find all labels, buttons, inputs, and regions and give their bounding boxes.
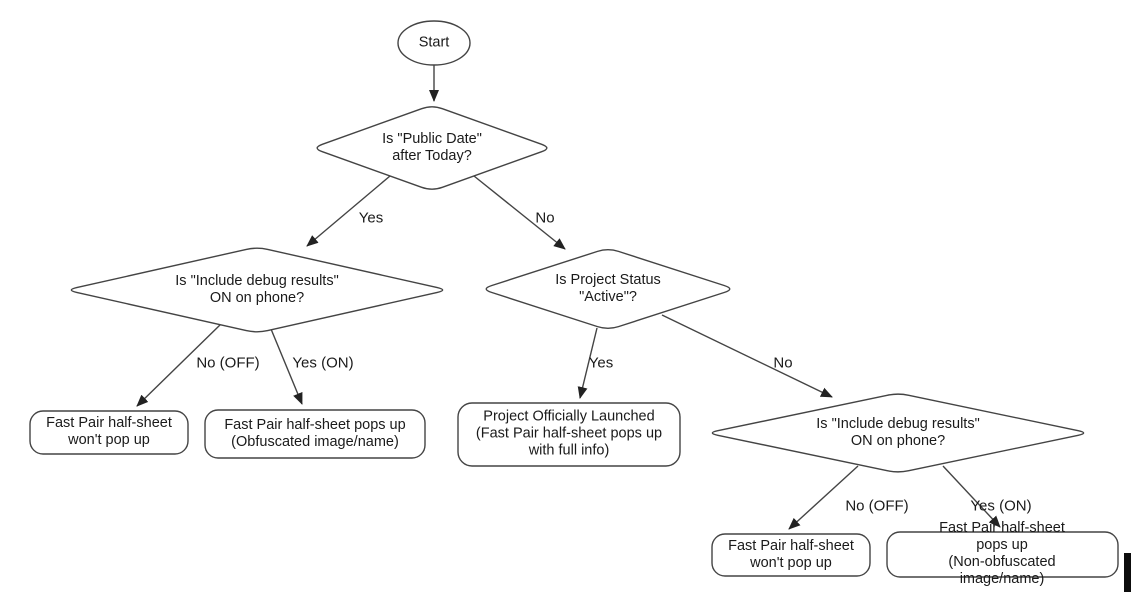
edge-label-debug-right-yes: Yes (ON) — [970, 497, 1032, 515]
result-wont-popup-right — [711, 533, 871, 577]
decision-debug-left — [70, 247, 444, 333]
decision-debug-right — [711, 393, 1085, 473]
edge-label-debug-right-no: No (OFF) — [845, 497, 909, 515]
result-project-launched — [457, 402, 681, 467]
result-wont-popup-left — [29, 410, 189, 455]
start-node — [397, 20, 471, 66]
decision-debug-left-label: Is "Include debug results" ON on phone? — [175, 273, 339, 306]
decision-project-status-label: Is Project Status "Active"? — [555, 272, 661, 305]
edge-label-public-date-yes: Yes — [358, 209, 384, 227]
text-cursor-bar — [1124, 553, 1131, 592]
edge-label-debug-left-yes: Yes (ON) — [292, 354, 354, 372]
edge-label-project-status-yes: Yes — [588, 354, 614, 372]
edge-debug-left-yes — [270, 328, 303, 405]
edge-label-public-date-no: No — [535, 209, 555, 227]
edge-label-debug-left-no: No (OFF) — [196, 354, 260, 372]
result-project-launched-label: Project Officially Launched (Fast Pair h… — [475, 408, 663, 459]
start-node-label: Start — [418, 34, 450, 51]
result-obfuscated-popup-label: Fast Pair half-sheet pops up (Obfuscated… — [224, 417, 406, 450]
result-non-obfuscated-popup — [886, 531, 1119, 578]
edge-debug-left-no — [136, 323, 222, 407]
result-wont-popup-left-label: Fast Pair half-sheet won't pop up — [46, 415, 172, 448]
edge-debug-right-no — [788, 465, 859, 530]
decision-project-status — [485, 248, 731, 330]
decision-public-date — [316, 106, 548, 190]
edge-public-date-no — [473, 175, 566, 250]
result-non-obfuscated-popup-label: Fast Pair half-sheet pops up (Non-obfusc… — [939, 520, 1065, 587]
decision-debug-right-label: Is "Include debug results" ON on phone? — [816, 416, 980, 449]
result-wont-popup-right-label: Fast Pair half-sheet won't pop up — [728, 538, 854, 571]
edge-project-status-no — [661, 314, 833, 398]
edge-label-project-status-no: No — [773, 354, 793, 372]
edge-project-status-yes — [577, 327, 598, 399]
edge-debug-right-yes — [942, 465, 1001, 528]
result-obfuscated-popup — [204, 409, 426, 459]
decision-public-date-label: Is "Public Date" after Today? — [382, 131, 482, 164]
edge-public-date-yes — [306, 175, 391, 247]
